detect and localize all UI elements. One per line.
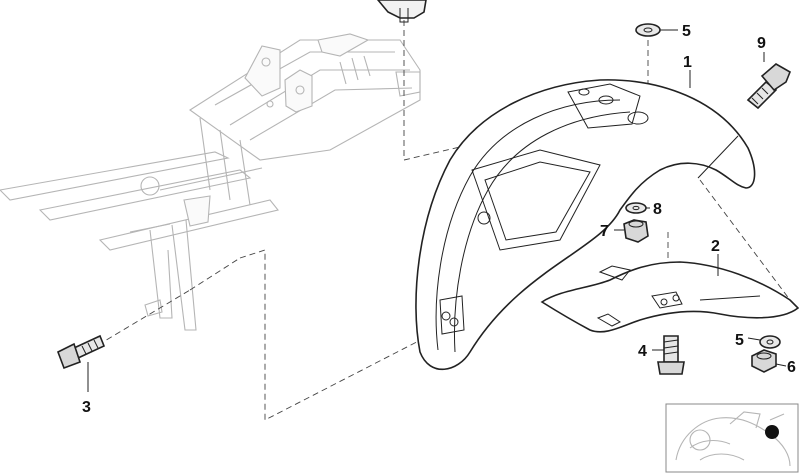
bolt-9: [746, 63, 792, 110]
locator-dot: [765, 425, 779, 439]
callout-3: 3: [82, 399, 91, 416]
callout-2: 2: [711, 238, 720, 255]
rear-frame-ghost: [0, 33, 421, 331]
washer-5-top: [635, 23, 661, 37]
under-tray: [540, 261, 799, 333]
callout-4: 4: [638, 343, 647, 360]
callout-7: 7: [600, 223, 609, 240]
bolt-4: [657, 335, 685, 375]
callout-labels: 5 1 9 8 7 2 4 5 6 3: [82, 23, 796, 416]
callout-5-top: 5: [682, 23, 691, 40]
nut-7: [623, 219, 649, 243]
washer-5-right: [759, 335, 781, 349]
rear-fender: [415, 79, 756, 371]
washer-8: [625, 202, 647, 214]
callout-8: 8: [653, 201, 662, 218]
callout-5-right: 5: [735, 332, 744, 349]
leader-lines: [87, 29, 787, 392]
bolt-3: [56, 334, 106, 370]
callout-1: 1: [683, 54, 692, 71]
mount-block-fragment: [376, 0, 427, 23]
locator-thumbnail: [665, 403, 799, 473]
callout-9: 9: [757, 35, 766, 52]
nut-6: [751, 349, 777, 373]
callout-6: 6: [787, 359, 796, 376]
